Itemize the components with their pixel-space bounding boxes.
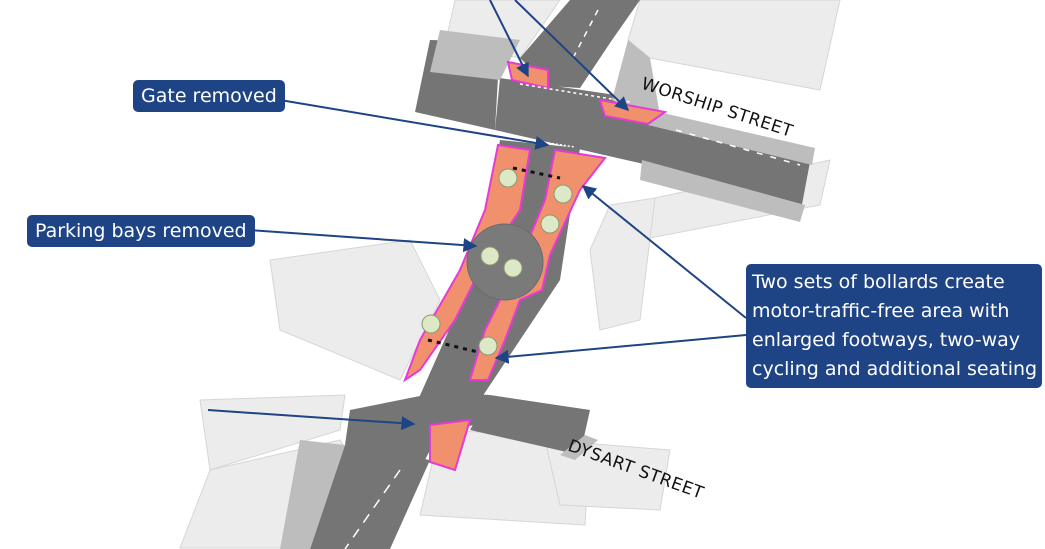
- arrow-icon: [207, 409, 416, 431]
- gate-removed-callout: Gate removed: [133, 80, 285, 112]
- footway-south: [429, 418, 472, 472]
- worship-junction: [495, 78, 650, 165]
- bollards-callout-line: enlarged footways, two-way: [752, 329, 1021, 351]
- worship-street-east: [645, 118, 810, 215]
- tree-icon: [478, 336, 498, 356]
- arrow-icon: [247, 229, 478, 253]
- arrow-icon: [489, 0, 529, 78]
- road-markings: [344, 9, 801, 549]
- arrow-icon: [581, 185, 747, 319]
- tree-icon: [480, 246, 500, 266]
- parking-bays-removed-callout: Parking bays removed: [27, 215, 255, 247]
- dysart-junction: [345, 392, 490, 470]
- bollards-callout-line: cycling and additional seating: [752, 358, 1038, 380]
- arrow-icon: [514, 0, 630, 111]
- arrows: [207, 0, 747, 431]
- bollards-callout: Two sets of bollards create motor-traffi…: [746, 264, 1042, 388]
- arrow-icon: [279, 99, 550, 150]
- dysart-street-east: [470, 395, 590, 455]
- tree-icon: [540, 214, 560, 234]
- tree-icon: [421, 314, 441, 334]
- central-circle: [466, 223, 544, 301]
- tree-icon: [503, 258, 523, 278]
- tree-icon: [498, 168, 518, 188]
- bollards-callout-line: motor-traffic-free area with: [752, 300, 1010, 322]
- pavements: [280, 30, 815, 549]
- bollards-callout-line: Two sets of bollards create: [752, 271, 1005, 293]
- tree-icon: [553, 184, 573, 204]
- trees: [421, 168, 573, 356]
- arrow-icon: [494, 334, 747, 364]
